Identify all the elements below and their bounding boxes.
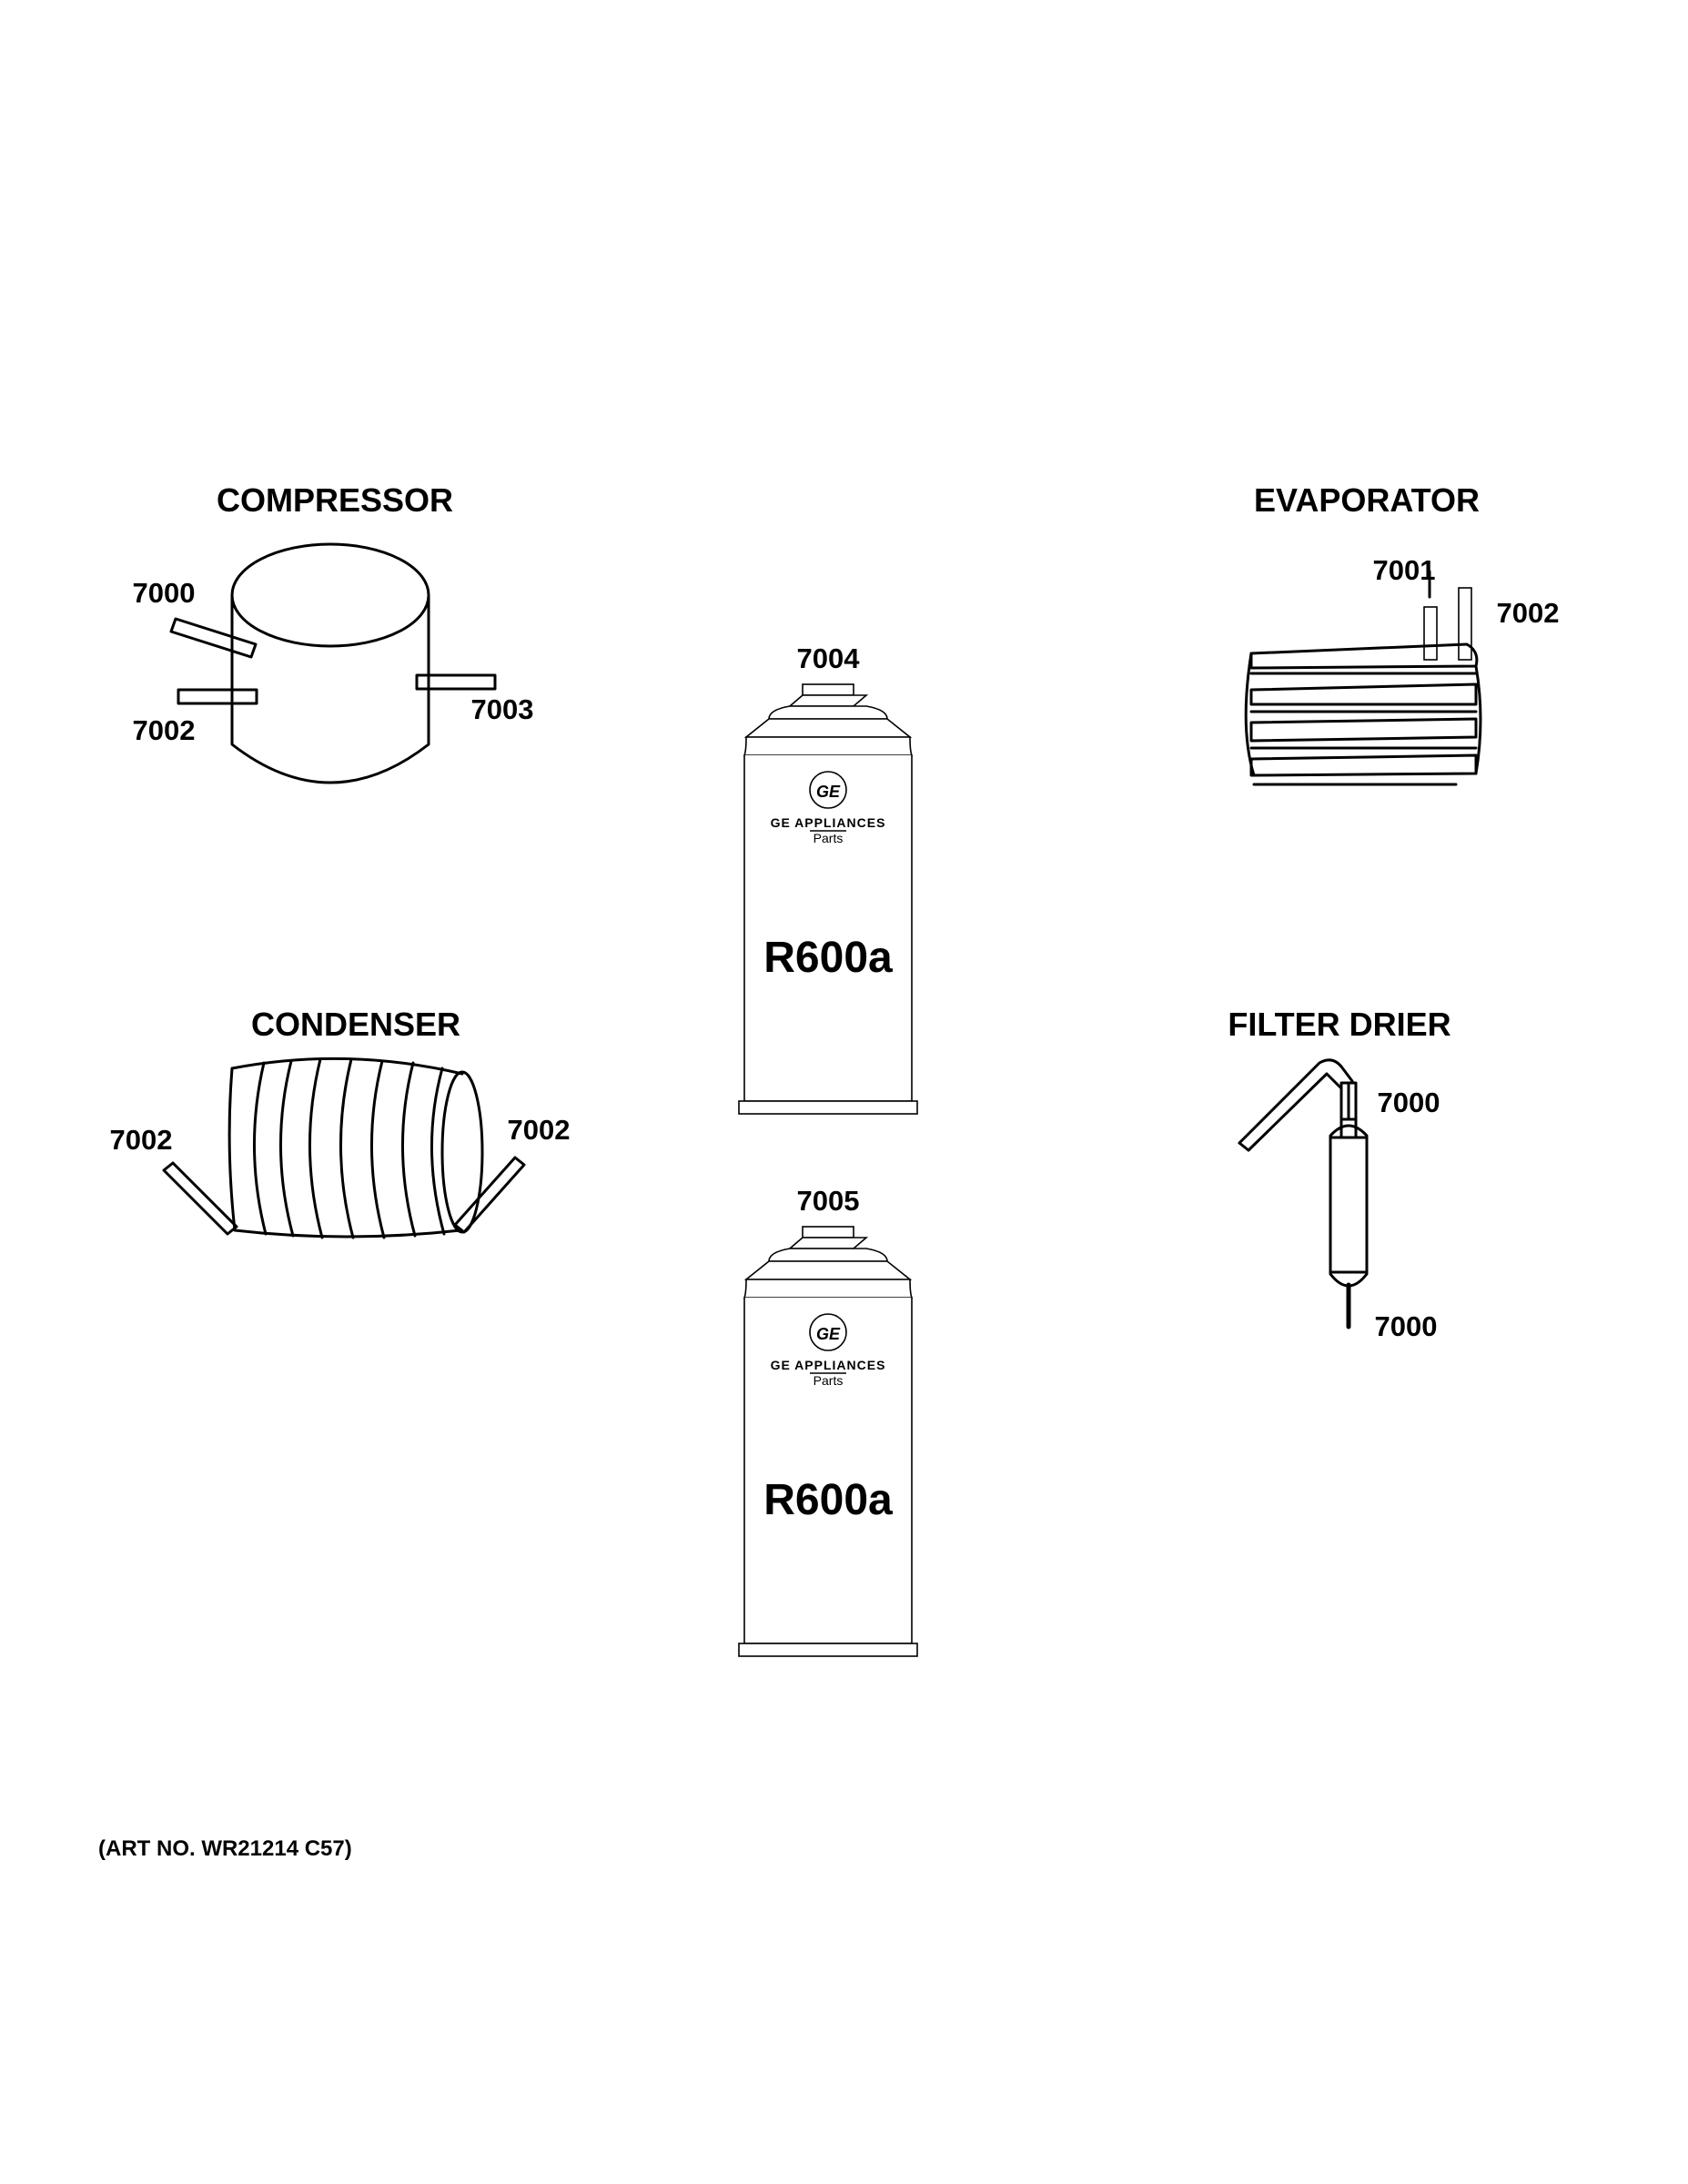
can-brand-7005: GE APPLIANCES xyxy=(771,1358,886,1372)
evaporator-heading: EVAPORATOR xyxy=(1254,481,1480,519)
callout-7002-condenser-left: 7002 xyxy=(110,1124,173,1156)
evaporator-drawing xyxy=(1244,570,1482,786)
compressor-fitting-7000 xyxy=(169,617,258,659)
condenser-tube-right xyxy=(453,1156,526,1234)
evaporator-tube-7001 xyxy=(1423,606,1438,661)
filter-drier-drawing xyxy=(1238,1058,1369,1330)
callout-7002-condenser-right: 7002 xyxy=(508,1114,571,1146)
compressor-drawing xyxy=(169,542,497,784)
svg-text:GE: GE xyxy=(816,1325,841,1343)
refrigerant-can-7004: GE GE APPLIANCES Parts R600a xyxy=(738,683,918,1115)
condenser-drawing xyxy=(162,1057,526,1239)
callout-7003-compressor: 7003 xyxy=(471,693,534,725)
callout-7002-compressor: 7002 xyxy=(133,714,196,746)
callout-7000-filter-drier-top: 7000 xyxy=(1378,1087,1440,1118)
compressor-fitting-7003 xyxy=(415,673,497,691)
refrigerant-can-7005: GE GE APPLIANCES Parts R600a xyxy=(738,1226,918,1657)
callout-7004-can: 7004 xyxy=(797,642,861,674)
evaporator-tube-7002 xyxy=(1458,587,1472,661)
can-brand-7004: GE APPLIANCES xyxy=(771,815,886,830)
condenser-heading: CONDENSER xyxy=(251,1006,460,1043)
compressor-heading: COMPRESSOR xyxy=(217,481,453,519)
svg-text:GE: GE xyxy=(816,783,841,801)
filter-drier-heading: FILTER DRIER xyxy=(1228,1006,1450,1043)
can-parts-7004: Parts xyxy=(814,831,844,845)
art-number: (ART NO. WR21214 C57) xyxy=(98,1836,352,1861)
compressor-fitting-7002 xyxy=(177,688,258,705)
callout-7005-can: 7005 xyxy=(797,1185,860,1217)
callout-7000-compressor: 7000 xyxy=(133,577,196,609)
callout-7000-filter-drier-bottom: 7000 xyxy=(1375,1310,1438,1342)
condenser-tube-left xyxy=(162,1161,238,1236)
can-refrigerant-7005: R600a xyxy=(763,1476,893,1524)
can-parts-7005: Parts xyxy=(814,1373,844,1388)
callout-7002-evaporator: 7002 xyxy=(1497,597,1560,629)
can-refrigerant-7004: R600a xyxy=(763,934,893,982)
callout-7001-evaporator: 7001 xyxy=(1373,554,1436,586)
